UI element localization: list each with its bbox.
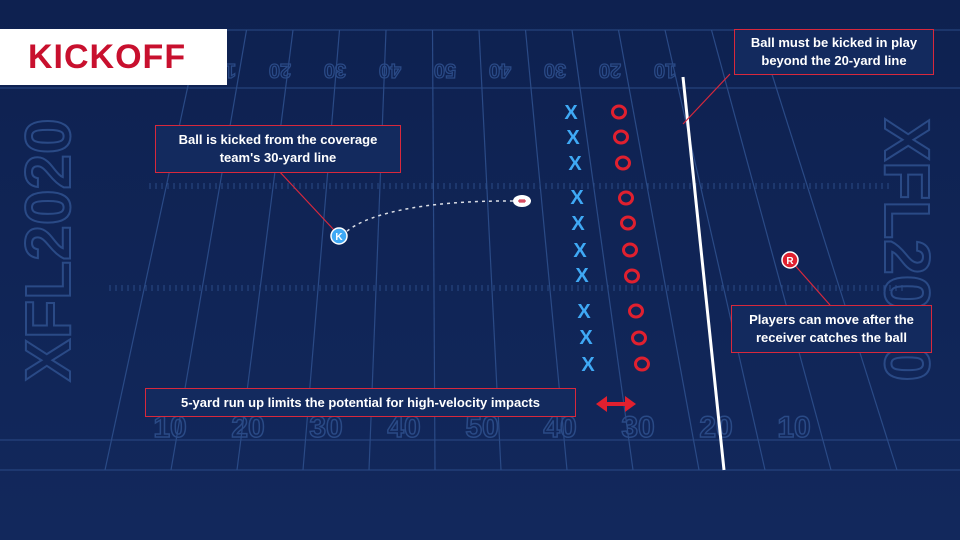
field-lines [0,29,960,471]
coverage-player-icon: X [573,240,587,262]
return-team [611,104,650,372]
callout-leader-kick [277,169,335,231]
callout-kick-spot: Ball is kicked from the coverage team's … [155,125,401,173]
page-title: KICKOFF [28,37,187,76]
callout-in-play-line-2: beyond the 20-yard line [761,53,907,68]
return-player-icon [624,268,640,284]
coverage-player-icon: X [568,153,582,175]
yard-line [104,29,201,471]
watermark-left: XFL2020 [12,118,84,381]
return-player-icon [622,242,638,258]
return-player-icon [615,155,631,171]
callout-run-up-text: 5-yard run up limits the potential for h… [181,394,540,410]
return-player-icon [634,356,650,372]
kicker-label: K [335,232,343,243]
yard-number-top: 10 [654,59,676,81]
yard-number-top: 40 [379,59,401,81]
twenty-yard-line [681,76,726,471]
coverage-player-icon: X [579,327,593,349]
callout-kick-spot-line-1: Ball is kicked from the coverage [178,132,378,147]
yard-line [571,29,634,471]
yard-line [710,29,832,471]
yard-line [617,29,700,471]
yard-number-bottom: 20 [699,411,732,444]
coverage-player-icon: X [581,354,595,376]
receiver-label: R [786,256,794,267]
receiver-marker: R [781,251,799,269]
kicker-marker: K [330,227,348,245]
yard-number-top: 20 [599,59,621,81]
callout-in-play-line-1: Ball must be kicked in play [750,35,918,50]
coverage-player-icon: X [564,102,578,124]
callout-move-after-line-2: receiver catches the ball [755,330,908,345]
coverage-player-icon: X [566,127,580,149]
yard-number-top: 50 [434,59,456,81]
return-player-icon [620,215,636,231]
yard-number-bottom: 10 [777,411,810,444]
return-player-icon [611,104,627,120]
yard-line [757,29,898,471]
yard-line [664,29,766,471]
title-banner: KICKOFF [0,29,227,85]
return-player-icon [628,303,644,319]
return-player-icon [631,330,647,346]
yard-number-bottom: 30 [621,411,654,444]
kick-trajectory [341,200,519,237]
hash-marks [109,183,903,291]
football-icon [513,195,531,207]
callout-move-after: Players can move after the receiver catc… [731,305,932,353]
return-player-icon [613,129,629,145]
yard-number-top: 30 [324,59,346,81]
callout-move-after-line-1: Players can move after the [749,312,914,327]
callout-in-play: Ball must be kicked in play beyond the 2… [734,29,934,75]
callout-leader-line [682,73,731,125]
callout-leader-receiver [791,261,831,306]
coverage-player-icon: X [570,187,584,209]
yard-number-top: 40 [489,59,511,81]
double-arrow-icon [596,396,636,412]
coverage-player-icon: X [571,213,585,235]
callout-kick-spot-line-2: team's 30-yard line [219,150,337,165]
coverage-player-icon: X [575,265,589,287]
coverage-player-icon: X [577,301,591,323]
return-player-icon [618,190,634,206]
yard-number-top: 20 [269,59,291,81]
callout-run-up: 5-yard run up limits the potential for h… [145,388,576,417]
yard-number-top: 30 [544,59,566,81]
